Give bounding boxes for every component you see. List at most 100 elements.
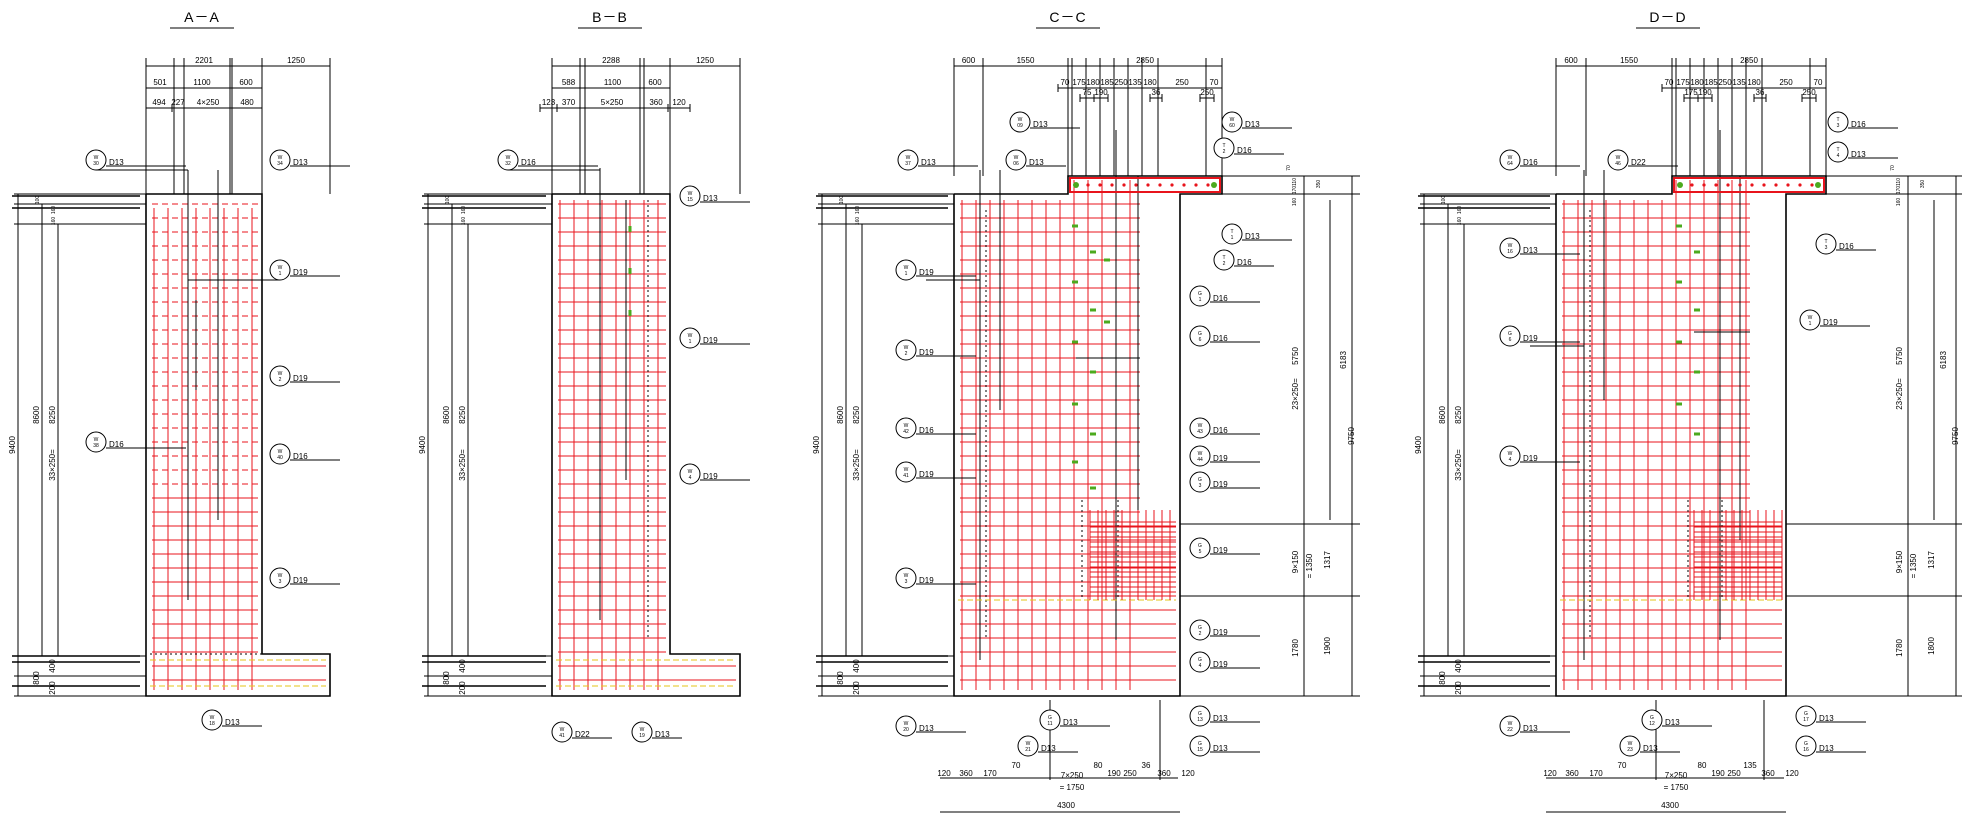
bar-size-label: D13 — [921, 158, 936, 167]
bar-mark-letter: W — [1014, 155, 1019, 161]
dim-label: 100 — [35, 196, 41, 205]
dim-label: 600 — [1564, 56, 1578, 65]
dim-label: 36 — [1142, 761, 1151, 770]
bar-size-label: D13 — [1063, 718, 1078, 727]
dim-label: 9400 — [8, 436, 17, 454]
bar-size-label: D13 — [1029, 158, 1044, 167]
bar-mark-number: 41 — [559, 733, 565, 739]
bar-mark-number: 3 — [1837, 123, 1840, 129]
bar-mark-number: 3 — [279, 579, 282, 585]
rebar-dot — [1786, 183, 1790, 187]
bar-size-label: D19 — [703, 472, 718, 481]
bar-size-label: D19 — [919, 348, 934, 357]
bar-mark-circle — [1499, 715, 1521, 737]
dim-label: 2201 — [195, 56, 213, 65]
dim-label: 200 — [458, 681, 467, 695]
dim-label: 360 — [1565, 769, 1579, 778]
bar-mark-number: 64 — [1507, 161, 1513, 167]
dim-label: 8600 — [1438, 406, 1447, 424]
dim-label: 800 — [442, 671, 451, 685]
dim-label: 1550 — [1017, 56, 1035, 65]
dim-label: 135 — [1743, 761, 1757, 770]
bar-size-label: D16 — [919, 426, 934, 435]
dim-label: 600 — [239, 78, 253, 87]
bar-mark-circle — [1795, 735, 1817, 757]
section-title: C－C — [1049, 9, 1086, 25]
bar-mark-number: 11 — [1047, 721, 1052, 727]
dim-label: 250 — [1114, 78, 1128, 87]
dim-label: 175 — [1676, 78, 1690, 87]
bar-size-label: D13 — [1665, 718, 1680, 727]
bar-mark-letter: W — [1508, 243, 1513, 249]
bar-mark-circle — [85, 431, 107, 453]
bar-mark-number: 44 — [1197, 457, 1203, 463]
bar-mark-letter: W — [904, 721, 909, 727]
bar-mark-letter: W — [1616, 155, 1621, 161]
bar-mark-circle — [1005, 149, 1027, 171]
dim-label: 33×250= — [458, 449, 467, 481]
rebar-dot — [1762, 183, 1766, 187]
bar-mark-letter: G — [1804, 741, 1808, 747]
dim-label: 1250 — [696, 56, 714, 65]
dim-label: 200 — [48, 681, 57, 695]
bar-mark-letter: G — [1198, 711, 1202, 717]
dim-label: 160 — [855, 217, 861, 226]
dim-label: 200 — [852, 681, 861, 695]
rebar-dot — [1690, 183, 1694, 187]
concrete-outline — [1555, 175, 1827, 697]
dim-label: 227 — [171, 98, 185, 107]
dim-label: 190 — [1107, 769, 1121, 778]
dim-label: 190 — [1698, 88, 1712, 97]
dim-label: 350 — [1920, 180, 1926, 189]
dim-label: 180 — [1747, 78, 1761, 87]
dim-label: 400 — [458, 659, 467, 673]
dim-label: 360 — [1761, 769, 1775, 778]
bar-mark-letter: T — [1824, 239, 1827, 245]
bar-mark-number: 42 — [903, 429, 909, 435]
dim-label: 70 — [1890, 165, 1896, 171]
bar-mark-circle — [269, 149, 291, 171]
bar-size-label: D13 — [225, 718, 240, 727]
dim-label: 800 — [1438, 671, 1447, 685]
dim-label: 1317 — [1323, 551, 1332, 569]
bar-mark-circle — [201, 709, 223, 731]
dim-label: 4300 — [1057, 801, 1075, 810]
dim-label: 175 — [1684, 88, 1698, 97]
bar-mark-letter: W — [1628, 741, 1633, 747]
bar-size-label: D13 — [1245, 232, 1260, 241]
bar-mark-circle — [1213, 137, 1235, 159]
bar-mark-number: 1 — [905, 271, 908, 277]
dim-label: 6183 — [1339, 351, 1348, 369]
dim-label: 400 — [48, 659, 57, 673]
bar-mark-letter: W — [1198, 451, 1203, 457]
bar-mark-circle — [1189, 735, 1211, 757]
bar-size-label: D16 — [521, 158, 536, 167]
bar-mark-circle — [1815, 233, 1837, 255]
dim-label: 120 — [937, 769, 951, 778]
bar-mark-letter: G — [1198, 657, 1202, 663]
bar-mark-circle — [1039, 709, 1061, 731]
bar-mark-number: 2 — [1223, 261, 1226, 267]
dim-label: 360 — [959, 769, 973, 778]
bar-mark-number: 23 — [1627, 747, 1633, 753]
